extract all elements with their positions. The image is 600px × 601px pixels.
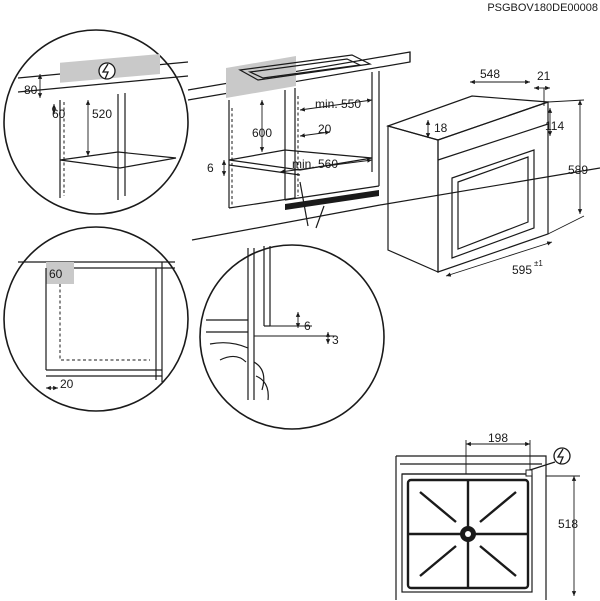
oven-perspective: 548 21 18 114 589 595 ±1	[386, 67, 588, 277]
dim-21: 21	[537, 69, 551, 83]
dim-min-560: min. 560	[292, 157, 338, 171]
dim-595: 595	[512, 263, 532, 277]
cabinet-perspective: 600 min. 550 20 6 min. 560	[187, 51, 600, 241]
dim-6-detail: 6	[304, 319, 311, 333]
dim-3-detail: 3	[332, 333, 339, 347]
detail-circle-bottom-left: 60 20	[3, 226, 189, 412]
detail-circle-bottom-middle: 6 3	[199, 244, 385, 430]
dim-80: 80	[24, 83, 38, 97]
dim-18: 18	[434, 121, 448, 135]
dim-589: 589	[568, 163, 588, 177]
dim-20-top: 20	[318, 122, 332, 136]
dim-20-bottom: 20	[60, 377, 74, 391]
dim-6-left: 6	[207, 161, 214, 175]
dim-60-top: 60	[52, 107, 66, 121]
dim-114: 114	[545, 119, 564, 133]
dim-548: 548	[480, 67, 500, 81]
dim-520: 520	[92, 107, 112, 121]
dim-min-550: min. 550	[315, 97, 361, 111]
electrical-connection-icon	[553, 447, 571, 465]
dim-595-tolerance: ±1	[534, 259, 543, 268]
dim-198: 198	[488, 431, 508, 445]
top-view: 198 518	[395, 431, 580, 600]
dim-60-bottom: 60	[49, 267, 63, 281]
dim-518: 518	[558, 517, 578, 531]
dim-600: 600	[252, 126, 272, 140]
detail-circle-top-left: 80 60 520	[3, 29, 189, 215]
document-code: PSGBOV180DE00008	[487, 2, 598, 14]
